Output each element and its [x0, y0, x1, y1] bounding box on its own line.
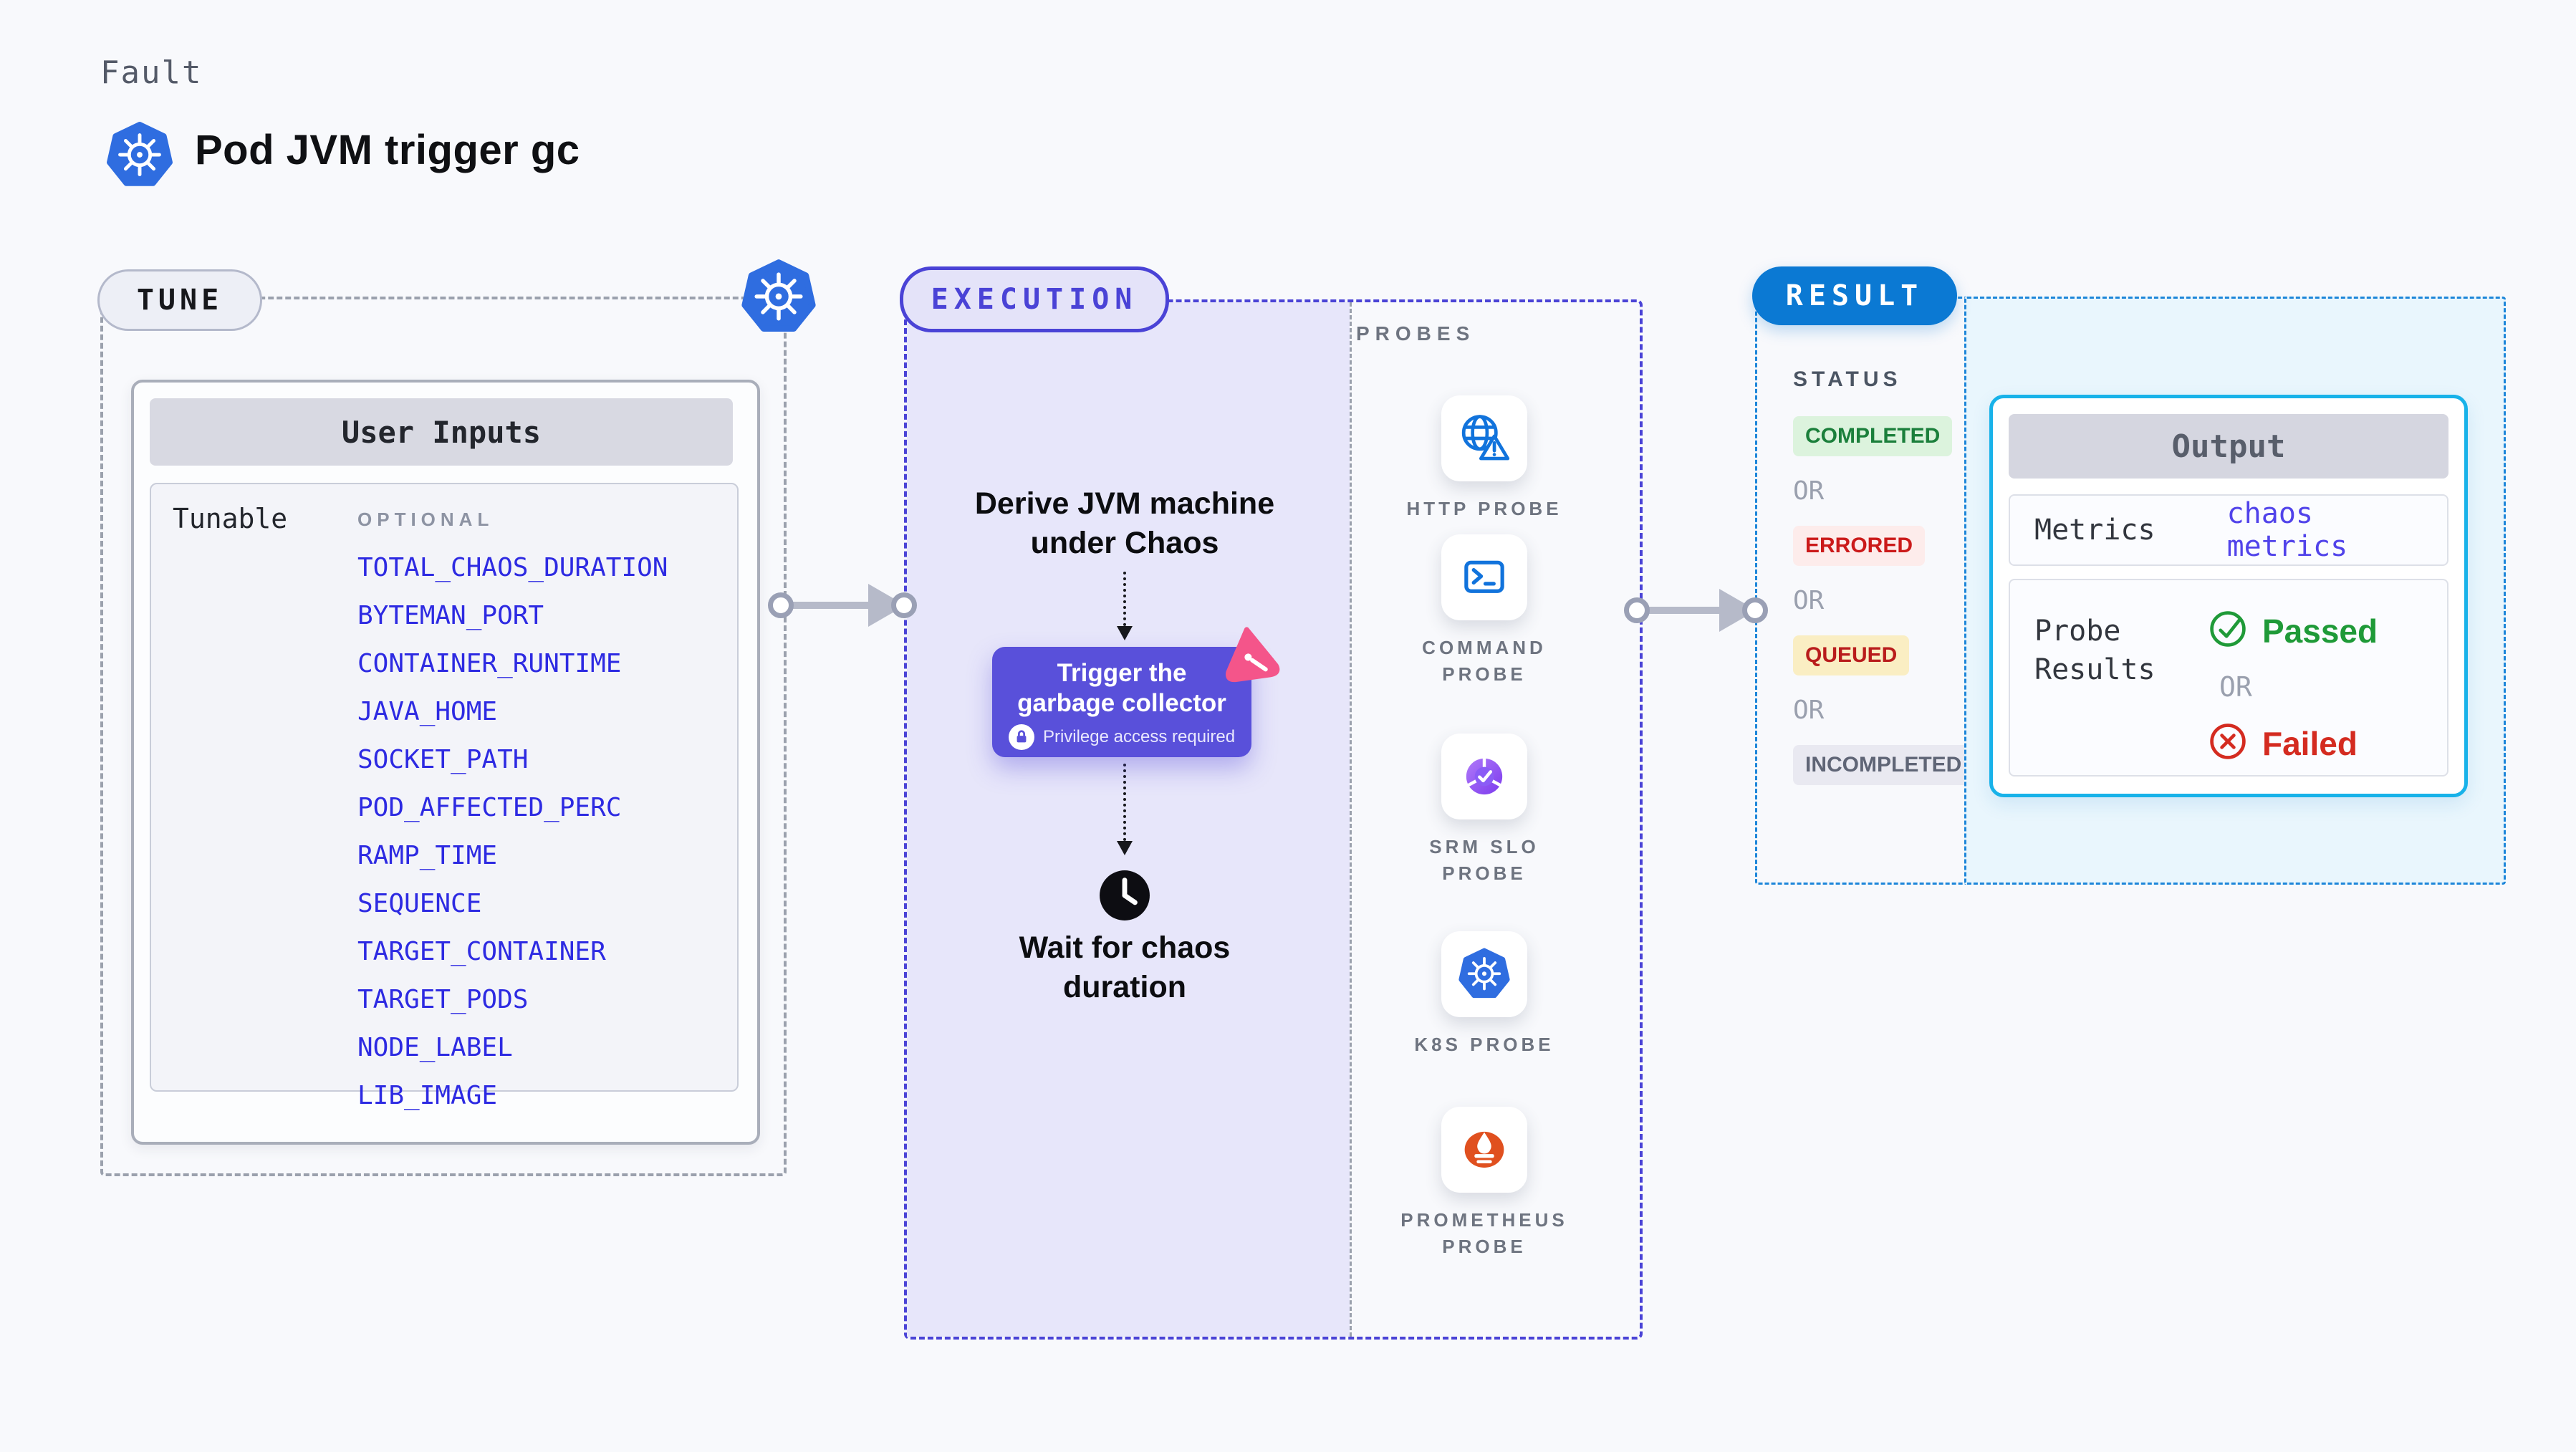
- check-circle-icon: [2208, 609, 2248, 653]
- wait-line2: duration: [1063, 970, 1186, 1004]
- status-badge-completed: COMPLETED: [1793, 416, 1953, 456]
- passed-label: Passed: [2262, 612, 2378, 650]
- status-label: STATUS: [1793, 367, 1902, 391]
- result-status-boundary: STATUS COMPLETED OR ERRORED OR QUEUED OR…: [1755, 297, 1974, 885]
- derive-jvm-step: Derive JVM machine under Chaos: [953, 484, 1297, 563]
- or-separator: OR: [1793, 476, 1825, 506]
- input-java-home[interactable]: JAVA_HOME: [357, 697, 498, 726]
- status-badge-queued: QUEUED: [1793, 635, 1910, 675]
- probe-results-row: Probe Results Passed OR: [2009, 579, 2448, 777]
- user-inputs-card: User Inputs Tunable OPTIONAL TOTAL_CHAOS…: [131, 380, 760, 1145]
- privilege-note: Privilege access required: [1042, 727, 1236, 746]
- status-badge-errored: ERRORED: [1793, 526, 1926, 566]
- derive-line1: Derive JVM machine: [974, 486, 1275, 521]
- input-target-pods[interactable]: TARGET_PODS: [357, 985, 529, 1014]
- user-inputs-body: Tunable OPTIONAL TOTAL_CHAOS_DURATION BY…: [150, 483, 739, 1110]
- kubernetes-icon: [105, 119, 175, 192]
- litmus-chaos-icon: [1216, 620, 1284, 688]
- output-title: Output: [2009, 414, 2448, 479]
- user-inputs-title: User Inputs: [150, 398, 733, 466]
- probe-command-label: COMMAND: [1422, 637, 1547, 658]
- probe-results-label: Probe Results: [2034, 615, 2156, 686]
- tune-section-boundary: [100, 297, 787, 1176]
- input-ramp-time[interactable]: RAMP_TIME: [357, 841, 498, 870]
- kubernetes-icon: [739, 256, 818, 338]
- derive-line2: under Chaos: [1030, 526, 1219, 560]
- optional-column-header: OPTIONAL: [357, 509, 494, 530]
- input-socket-path[interactable]: SOCKET_PATH: [357, 745, 529, 774]
- slo-donut-icon: [1441, 734, 1527, 819]
- probe-http-label: HTTP PROBE: [1406, 498, 1562, 519]
- metrics-label: Metrics: [2034, 514, 2156, 547]
- fault-eyebrow: Fault: [100, 54, 203, 91]
- input-total-chaos-duration[interactable]: TOTAL_CHAOS_DURATION: [357, 553, 668, 582]
- result-pill: RESULT: [1752, 266, 1957, 325]
- probes-panel: [1350, 302, 1640, 1337]
- tunable-inputs-list: TOTAL_CHAOS_DURATION BYTEMAN_PORT CONTAI…: [357, 553, 668, 1110]
- x-circle-icon: [2208, 721, 2248, 765]
- probe-srm-slo-label: SRM SLO: [1429, 836, 1539, 857]
- lock-icon: [1008, 724, 1034, 750]
- execution-section-boundary: [904, 299, 1643, 1340]
- prometheus-icon: [1441, 1107, 1527, 1193]
- page-title: Pod JVM trigger gc: [195, 127, 580, 173]
- execution-flow-background: [907, 302, 1350, 1337]
- or-separator: OR: [2219, 671, 2252, 703]
- probe-srm-slo[interactable]: SRM SLO PROBE: [1355, 734, 1613, 887]
- wait-chaos-step: Wait for chaos duration: [981, 928, 1268, 1007]
- probe-k8s-label: K8S PROBE: [1414, 1034, 1554, 1055]
- probe-prometheus-label: PROMETHEUS: [1400, 1209, 1568, 1231]
- input-lib-image[interactable]: LIB_IMAGE: [357, 1081, 498, 1110]
- input-container-runtime[interactable]: CONTAINER_RUNTIME: [357, 649, 622, 678]
- input-byteman-port[interactable]: BYTEMAN_PORT: [357, 601, 544, 630]
- flow-arrow-down-2: [1117, 764, 1133, 855]
- execution-pill: EXECUTION: [900, 266, 1169, 332]
- probes-label: PROBES: [1356, 322, 1476, 345]
- terminal-icon: [1441, 534, 1527, 620]
- probe-k8s[interactable]: K8S PROBE: [1355, 931, 1613, 1058]
- input-sequence[interactable]: SEQUENCE: [357, 889, 482, 918]
- wait-line1: Wait for chaos: [1019, 931, 1231, 965]
- metrics-value-link[interactable]: chaos metrics: [2226, 497, 2348, 563]
- tunable-label: Tunable: [173, 503, 288, 534]
- input-target-container[interactable]: TARGET_CONTAINER: [357, 937, 606, 966]
- tune-pill: TUNE: [97, 269, 262, 331]
- output-card: Output Metrics chaos metrics Probe Resul…: [1989, 395, 2468, 797]
- or-separator: OR: [1793, 586, 1825, 615]
- trigger-gc-title: Trigger the garbage collector: [1017, 659, 1226, 717]
- kubernetes-icon: [1441, 931, 1527, 1017]
- input-node-label[interactable]: NODE_LABEL: [357, 1033, 513, 1062]
- globe-alert-icon: [1441, 395, 1527, 481]
- trigger-gc-node[interactable]: Trigger the garbage collector Privilege …: [992, 647, 1251, 757]
- failed-label: Failed: [2262, 724, 2358, 762]
- status-badge-incompleted: INCOMPLETED: [1793, 745, 1974, 785]
- result-output-boundary: Output Metrics chaos metrics Probe Resul…: [1964, 297, 2506, 885]
- probe-prometheus[interactable]: PROMETHEUS PROBE: [1355, 1107, 1613, 1260]
- flow-arrow-down-1: [1117, 572, 1133, 640]
- clock-icon: [1097, 868, 1152, 923]
- input-pod-affected-perc[interactable]: POD_AFFECTED_PERC: [357, 793, 622, 822]
- probe-http[interactable]: HTTP PROBE: [1355, 395, 1613, 522]
- metrics-row: Metrics chaos metrics: [2009, 494, 2448, 566]
- probe-command[interactable]: COMMAND PROBE: [1355, 534, 1613, 688]
- or-separator: OR: [1793, 696, 1825, 725]
